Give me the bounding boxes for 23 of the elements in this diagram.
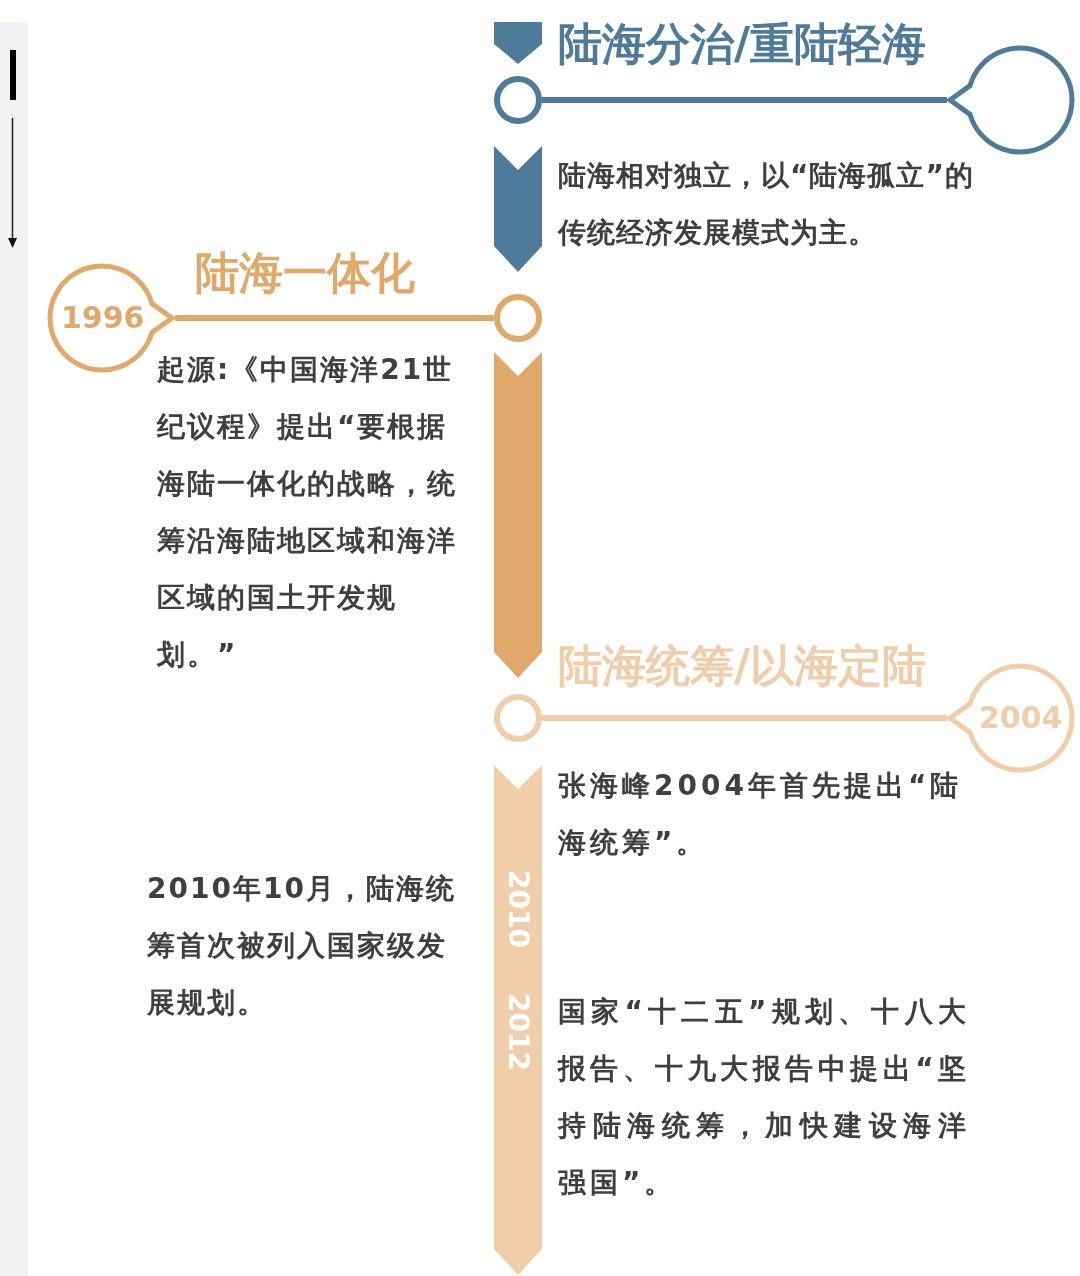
year-label: 2012 [503,993,533,1071]
description-text: 起源:《中国海洋21世纪议程》提出“要根据海陆一体化的战略，统筹沿海陆地区域和海洋区域的国土开发规划。” [157,352,458,673]
stage-heading: 陆海统筹/以海定陆 [558,639,927,693]
timeline-band [494,146,542,272]
year-label: 2004 [979,703,1063,733]
description-text: 国家“十二五”规划、十八大报告、十九大报告中提出“坚持陆海统筹，加快建设海洋强国”。 [558,994,970,1201]
year-label: 1996 [61,303,145,333]
timeline-circle [494,694,542,742]
description-text: 2010年10月，陆海统筹首次被列入国家级发展规划。 [147,871,457,1021]
connector-line [175,315,494,321]
year-bubble [947,663,1075,773]
timeline-band [494,22,542,64]
timeline-band [494,765,542,1275]
connector-line [542,715,947,721]
description-text: 张海峰2004年首先提出“陆海统筹”。 [558,768,964,861]
timeline-circle [494,294,542,342]
timeline-circle [494,76,542,124]
stage-heading: 陆海一体化 [195,246,415,300]
description-text: 陆海相对独立，以“陆海孤立”的传统经济发展模式为主。 [558,158,975,251]
timeline-band [494,352,542,678]
year-label: 2010 [503,870,533,948]
connector-line [542,97,947,103]
stage-heading: 陆海分治/重陆轻海 [558,17,927,71]
